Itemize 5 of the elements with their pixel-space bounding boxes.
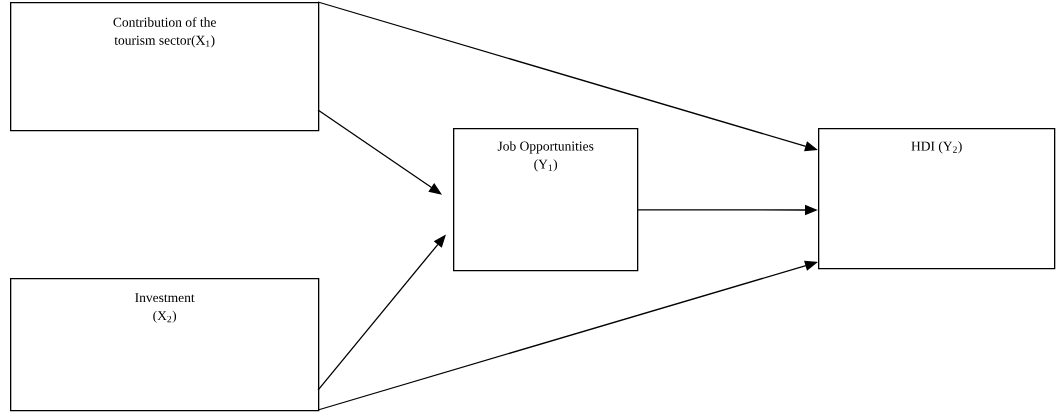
- box: HDI (Y$_{2}$): [818, 128, 1056, 270]
- box: Job Opportunities (Y$_{1}$): [453, 128, 639, 272]
- arrow: [317, 109, 442, 195]
- box: Contribution of the tourism sector(X$_{1}$): [10, 2, 320, 132]
- box: Investment (X$_{2}$): [10, 278, 320, 412]
